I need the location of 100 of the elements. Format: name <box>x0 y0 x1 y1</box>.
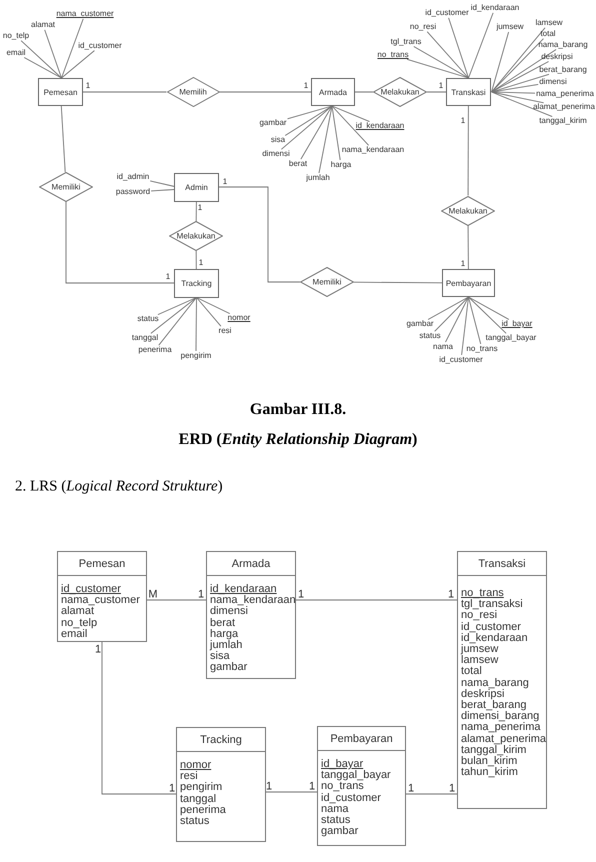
record-table <box>176 727 266 842</box>
table-field: tahun_kirim <box>461 767 518 778</box>
table-field: tgl_transaksi <box>461 599 523 610</box>
key-field: nomor <box>180 760 212 772</box>
attribute-line <box>150 297 197 334</box>
cardinality-label: 1 <box>460 260 466 268</box>
cardinality-label: 1 <box>222 178 228 186</box>
relationship-label: Memiliki <box>312 278 342 286</box>
cardinality-label: 1 <box>166 273 170 281</box>
attribute-label: jumsew <box>496 23 524 31</box>
table-field: nama_customer <box>61 595 140 606</box>
relationship-label: Melakukan <box>380 88 420 96</box>
table-field: gambar <box>321 826 358 838</box>
table-field: pengirim <box>180 782 222 794</box>
attribute-label: alamat <box>31 21 55 29</box>
table-field: sisa <box>210 651 230 662</box>
attribute-line <box>491 92 544 104</box>
table-field: status <box>180 816 210 828</box>
relationship-diamond <box>441 196 495 226</box>
attribute-line <box>491 38 544 92</box>
entity-box: Pemesan <box>38 78 83 106</box>
attribute-label: email <box>6 49 26 57</box>
entity-box: Transkasi <box>446 78 491 106</box>
table-field: bulan_kirim <box>461 756 518 768</box>
attribute-line <box>280 106 332 150</box>
attribute-line <box>491 49 557 92</box>
relationship-label: Memiliki <box>52 182 80 191</box>
table-field: alamat <box>61 606 94 618</box>
attribute-line <box>196 297 222 327</box>
table-field: tanggal_kirim <box>461 744 526 756</box>
attribute-label: jumlah <box>306 174 330 182</box>
attribute-label: id_customer <box>78 42 122 50</box>
attribute-label: gambar <box>406 320 434 328</box>
attribute-line <box>468 12 494 78</box>
key-field: id_bayar <box>321 759 364 770</box>
attribute-line <box>406 58 469 78</box>
table-field: resi <box>180 771 198 782</box>
table-field: tanggal_bayar <box>321 770 391 782</box>
table-field: gambar <box>210 662 248 674</box>
attribute-line <box>24 57 62 78</box>
attribute-line <box>491 74 550 92</box>
attribute-line <box>44 29 62 78</box>
attribute-label: tanggal <box>132 334 158 342</box>
attribute-line <box>20 40 62 78</box>
attribute-line <box>157 297 197 316</box>
cardinality-label: 1 <box>266 782 272 792</box>
figure-caption: Gambar III.8. <box>250 402 346 418</box>
cardinality-label: M <box>148 590 158 600</box>
key-field: id_kendaraan <box>210 584 277 596</box>
entity-box: Pembayaran <box>442 269 495 297</box>
table-field: status <box>321 815 350 826</box>
attribute-line <box>300 106 332 160</box>
cardinality-label: 1 <box>198 590 204 600</box>
attribute-label: id_customer <box>439 356 483 364</box>
attribute-label: tanggal_kirim <box>539 117 587 125</box>
attribute-label: no_telp <box>2 32 30 40</box>
relationship-label: Melakukan <box>176 232 216 240</box>
table-field: id_customer <box>321 792 381 804</box>
cardinality-label: 1 <box>448 590 454 600</box>
table-field: tanggal <box>180 794 216 805</box>
attribute-line <box>468 296 482 344</box>
attribute-line <box>491 92 553 118</box>
entity-box: Armada <box>311 78 355 106</box>
attribute-line <box>287 106 332 120</box>
attribute-line <box>150 189 175 192</box>
cardinality-label: 1 <box>408 784 414 794</box>
attribute-label: id_kendaraan <box>470 4 520 12</box>
attribute-label: lamsew <box>535 19 563 27</box>
attribute-line <box>318 106 332 174</box>
attribute-line <box>158 297 197 346</box>
attribute-label: password <box>116 188 150 196</box>
table-field: alamat_penerima <box>461 734 546 745</box>
table-field: lamsew <box>461 655 498 666</box>
record-table <box>317 726 406 846</box>
table-field: jumsew <box>461 644 498 656</box>
table-field: dimensi_barang <box>461 711 540 722</box>
table-header: Pemesan <box>58 552 146 576</box>
table-field: nama_barang <box>461 678 529 689</box>
attribute-label: berat_barang <box>539 66 587 74</box>
table-header: Transaksi <box>458 552 546 576</box>
attribute-line <box>445 296 469 343</box>
connector-line <box>468 224 469 270</box>
attribute-label: status <box>137 315 159 323</box>
attribute-label: tgl_trans <box>390 38 422 46</box>
attribute-line <box>61 50 95 78</box>
attribute-line <box>332 106 370 146</box>
table-header: Tracking <box>177 728 265 752</box>
attribute-label: sisa <box>270 136 286 144</box>
cardinality-label: 1 <box>168 784 176 794</box>
attribute-label: nama_barang <box>538 41 588 49</box>
attribute-label: nama_kendaraan <box>342 146 404 154</box>
table-header: Pembayaran <box>318 727 405 751</box>
attribute-label: id_customer <box>425 9 469 17</box>
key-attribute-label: id_kendaraan <box>356 122 404 130</box>
cardinality-label: 1 <box>298 590 304 600</box>
cardinality-label: 1 <box>198 259 204 267</box>
connector-line <box>353 282 442 284</box>
attribute-label: no_resi <box>410 23 436 31</box>
attribute-label: penerima <box>138 346 172 354</box>
attribute-label: resi <box>218 327 232 335</box>
